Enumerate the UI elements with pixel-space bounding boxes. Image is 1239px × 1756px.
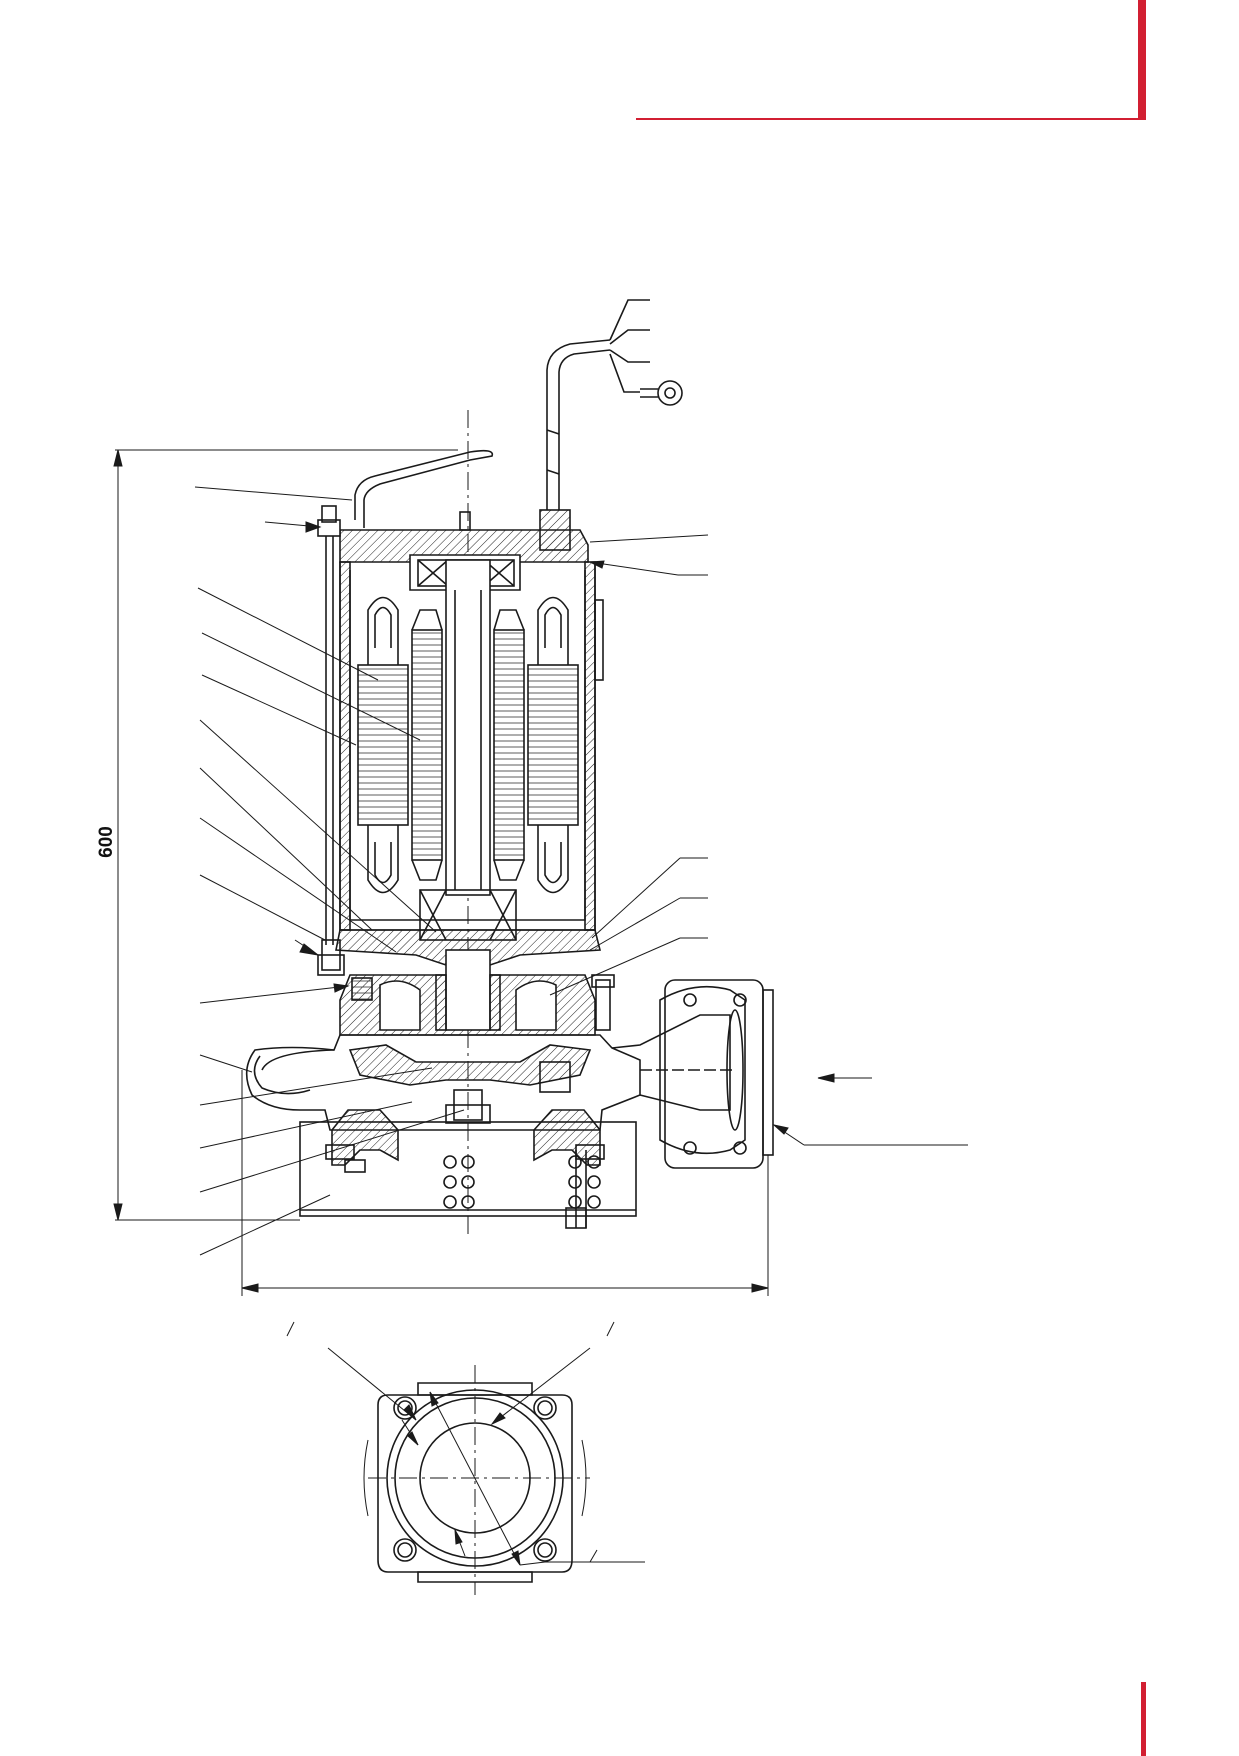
leader-lines-left [194, 486, 465, 1256]
accent-bar-bottom [1141, 1682, 1146, 1756]
dimension-lines [113, 449, 769, 1296]
pump-section-view [245, 299, 774, 1235]
accent-bar-top [1138, 0, 1146, 120]
leader-lines-right [549, 534, 968, 1146]
accent-rule-top [636, 118, 1138, 120]
height-dimension-label: 600 [96, 826, 117, 858]
pump-plan-view [286, 1321, 645, 1595]
